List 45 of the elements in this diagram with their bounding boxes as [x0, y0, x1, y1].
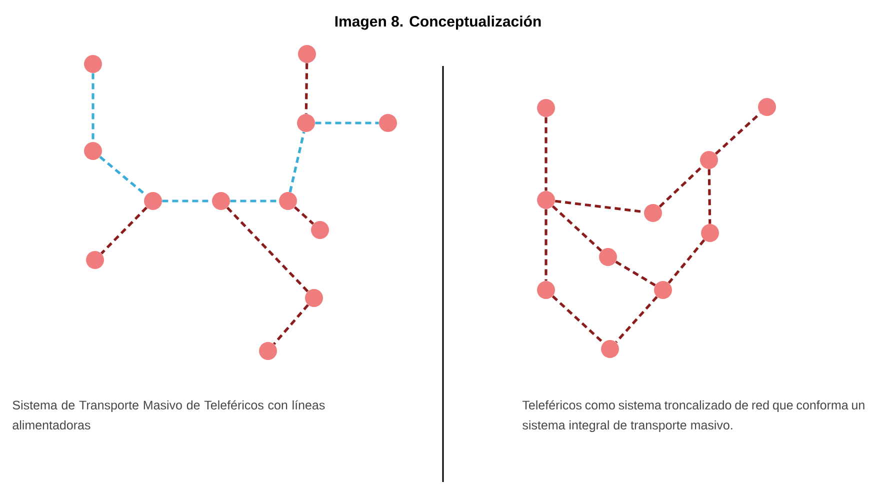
station-dot [700, 151, 718, 169]
dashed-line [304, 63, 308, 114]
station-dot [758, 98, 776, 116]
dashed-line [615, 260, 656, 286]
title: Imagen 8. Conceptualización [335, 16, 541, 30]
dashed-line [552, 295, 604, 344]
station-dot [297, 114, 315, 132]
station-dot [379, 114, 397, 132]
station-dot [601, 340, 619, 358]
station-dot [599, 248, 617, 266]
dashed-line [315, 122, 379, 124]
dashed-line [658, 165, 704, 208]
dashed-line [273, 304, 309, 345]
station-dot [84, 142, 102, 160]
dashed-line [615, 296, 658, 344]
dashed-line [92, 73, 94, 142]
dashed-line [714, 112, 762, 155]
dashed-line [100, 206, 148, 254]
station-dot [701, 224, 719, 242]
dashed-line [544, 117, 548, 191]
dashed-line [708, 169, 712, 224]
station-dot [311, 221, 329, 239]
dashed-line [668, 239, 706, 284]
dashed-line [230, 200, 279, 202]
station-dot [305, 289, 323, 307]
dashed-line [226, 206, 309, 292]
dashed-line [294, 206, 314, 225]
station-dot [259, 342, 277, 360]
station-dot [537, 99, 555, 117]
station-dot [298, 45, 316, 63]
caption: Sistema de Transporte Masivo de Teleféricos con líneas alimentadoras [12, 400, 325, 430]
station-dot [654, 281, 672, 299]
station-dot [84, 55, 102, 73]
station-dot [144, 192, 162, 210]
caption: Teleféricos como sistema troncalizado de red que conforma un sistema integral de transporte masivo. [522, 400, 864, 432]
station-dot [644, 204, 662, 222]
station-dot [212, 192, 230, 210]
station-dot [537, 191, 555, 209]
dashed-line [552, 205, 602, 252]
dashed-line [99, 156, 147, 196]
dashed-line [288, 132, 306, 192]
dashed-line [544, 209, 548, 281]
station-dot [537, 281, 555, 299]
station-dot [279, 192, 297, 210]
station-dot [86, 251, 104, 269]
